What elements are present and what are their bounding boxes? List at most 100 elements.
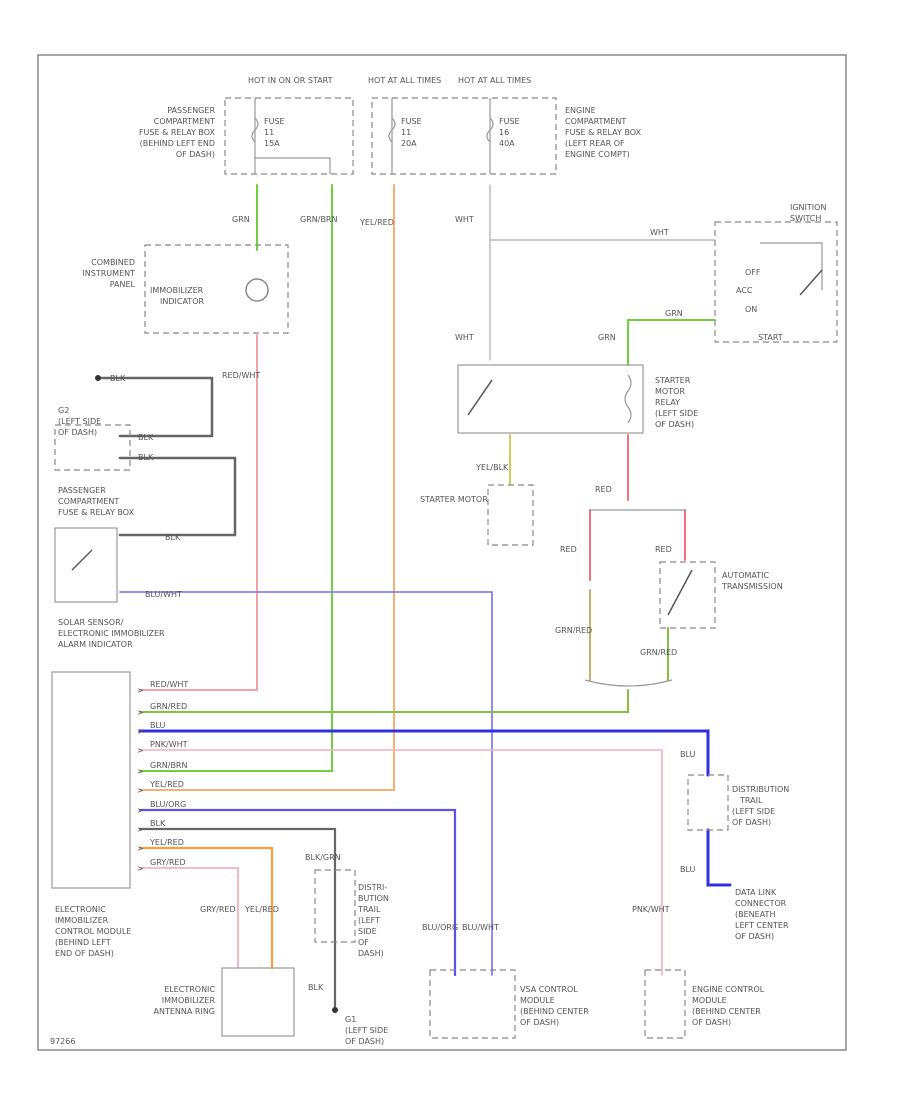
distribution-0: DISTRIBUTION (732, 785, 789, 794)
starter-relay-4: OF DASH) (655, 420, 694, 429)
antenna-0: ELECTRONIC (164, 985, 215, 994)
at-1: TRANSMISSION (721, 582, 783, 591)
pin-row-label: YEL/RED (149, 838, 184, 847)
fuse1-line2: 15A (264, 139, 280, 148)
distrib2-0: DISTRI- (358, 883, 387, 892)
engine-box-3: (LEFT REAR OF (565, 139, 625, 148)
wire-label-blk-g1: BLK (308, 983, 324, 992)
passenger2-1: COMPARTMENT (58, 497, 119, 506)
starter-motor: STARTER MOTOR (420, 495, 488, 504)
wire-label-blu-dist: BLU (680, 750, 696, 759)
distrib2-5: OF (358, 938, 369, 947)
wire-label-red-at: RED (595, 485, 612, 494)
dlc-3: LEFT CENTER (735, 921, 789, 930)
figure-id: 97266 (50, 1037, 75, 1046)
dlc-1: CONNECTOR (735, 899, 787, 908)
instrument-panel-0: COMBINED (91, 258, 135, 267)
ecm-2: (BEHIND CENTER (692, 1007, 761, 1016)
ignition-start: START (758, 333, 783, 342)
ignition-off: OFF (745, 268, 761, 277)
immobilizer-control-module: RED/WHT>GRN/RED>BLU>PNK/WHT>GRN/BRN>YEL/… (51, 671, 188, 958)
passenger-fuse-box (224, 97, 354, 175)
distrib2-1: BUTION (358, 894, 389, 903)
starter-relay-0: STARTER (655, 376, 691, 385)
ground-g2: BLK G2 (LEFT SIDE OF DASH) BLK BLK PASSE… (54, 374, 182, 649)
ecm-immob-1: IMMOBILIZER (55, 916, 109, 925)
passenger-box-0: PASSENGER (167, 106, 215, 115)
engine-box-2: FUSE & RELAY BOX (565, 128, 642, 137)
ecm-3: OF DASH) (692, 1018, 731, 1027)
antenna-ring: GRY/RED YEL/RED ELECTRONIC IMMOBILIZER A… (154, 905, 295, 1037)
vsa-2: (BEHIND CENTER (520, 1007, 589, 1016)
starter-relay: WHT WHT GRN STARTER MOTOR RELAY (LEFT SI… (420, 215, 698, 546)
vsa-control-module: BLU/ORG BLU/WHT VSA CONTROL MODULE (BEHI… (422, 923, 589, 1039)
wire-label-yel-red: YEL/RED (359, 218, 394, 227)
hot-on-label: HOT IN ON OR START (248, 76, 333, 85)
wire-label-grn-relay: GRN (598, 333, 616, 342)
pin-row-label: GRN/BRN (150, 761, 187, 770)
wires: GRN GRN/BRN YEL/RED RED/WHT WHT (98, 184, 732, 1012)
wire-label-yel-red-ant: YEL/RED (244, 905, 279, 914)
wire-label-grn: GRN (232, 215, 250, 224)
g1-1: (LEFT SIDE (345, 1026, 388, 1035)
wire-label-blu-wht: BLU/WHT (145, 590, 182, 599)
distribution-2: (LEFT SIDE (732, 807, 775, 816)
hot-at-2-label: HOT AT ALL TIMES (458, 76, 531, 85)
wire-label-wht-relay-1: WHT (455, 333, 474, 342)
wire-label-blk-grn: BLK/GRN (305, 853, 341, 862)
passenger-box-2: FUSE & RELAY BOX (139, 128, 216, 137)
wire-label-yel-blk: YEL/BLK (475, 463, 509, 472)
fuse3-line1: 16 (499, 128, 509, 137)
ignition-grn: GRN (665, 309, 683, 318)
passenger-box-4: OF DASH) (176, 150, 215, 159)
distrib2-3: (LEFT (358, 916, 380, 925)
wire-label-blk-solar: BLK (165, 533, 181, 542)
wire-label-red-at-3: RED (655, 545, 672, 554)
fuse1-line1: 11 (264, 128, 274, 137)
wire-label-wht: WHT (650, 228, 669, 237)
diagram-frame (37, 54, 847, 1051)
at-0: AUTOMATIC (722, 571, 770, 580)
ecm-1: MODULE (692, 996, 727, 1005)
antenna-2: ANTENNA RING (154, 1007, 215, 1016)
pin-marker: > (137, 746, 144, 755)
distrib2-2: TRAIL (357, 905, 381, 914)
g1-2: OF DASH) (345, 1037, 384, 1046)
distribution-trail: BLU DISTRIBUTION TRAIL (LEFT SIDE OF DAS… (680, 750, 789, 941)
ecm-0: ENGINE CONTROL (692, 985, 765, 994)
pin-marker: > (137, 786, 144, 795)
passenger-box-3: (BEHIND LEFT END (140, 139, 215, 148)
pin-row-label: BLU (150, 721, 166, 730)
passenger2-0: PASSENGER (58, 486, 106, 495)
g1-0: G1 (345, 1015, 356, 1024)
pin-marker: > (137, 727, 144, 736)
wire-label-wht-relay-2: WHT (455, 215, 474, 224)
instrument-panel-2: PANEL (110, 280, 136, 289)
pin-marker: > (137, 825, 144, 834)
ignition-title-1: SWITCH (790, 214, 821, 223)
pin-row-label: BLU/ORG (150, 800, 186, 809)
fuse3-line2: 40A (499, 139, 515, 148)
starter-relay-1: MOTOR (655, 387, 685, 396)
pin-marker: > (137, 686, 144, 695)
fuse-boxes: HOT IN ON OR START HOT AT ALL TIMES HOT … (139, 76, 642, 175)
dlc-0: DATA LINK (735, 888, 777, 897)
fuse3-line0: FUSE (499, 117, 520, 126)
starter-relay-3: (LEFT SIDE (655, 409, 698, 418)
pin-marker: > (137, 864, 144, 873)
pin-row-label: PNK/WHT (150, 740, 188, 749)
g2-blk: BLK (110, 374, 126, 383)
ignition-acc: ACC (736, 286, 753, 295)
ecm-immob-0: ELECTRONIC (55, 905, 106, 914)
engine-control-module: PNK/WHT ENGINE CONTROL MODULE (BEHIND CE… (632, 905, 765, 1039)
dlc-4: OF DASH) (735, 932, 774, 941)
wire-label-red-at-2: RED (560, 545, 577, 554)
engine-box-1: COMPARTMENT (565, 117, 626, 126)
solar-0: SOLAR SENSOR/ (58, 618, 124, 627)
wire-label-blu-org: BLU/ORG (422, 923, 458, 932)
wire-label-red-wht: RED/WHT (222, 371, 260, 380)
ignition-switch: IGNITION SWITCH OFF ACC ON START GRN (665, 203, 838, 343)
starter-relay-2: RELAY (655, 398, 680, 407)
pin-marker: > (137, 806, 144, 815)
wire-label-gry-red: GRY/RED (200, 905, 236, 914)
